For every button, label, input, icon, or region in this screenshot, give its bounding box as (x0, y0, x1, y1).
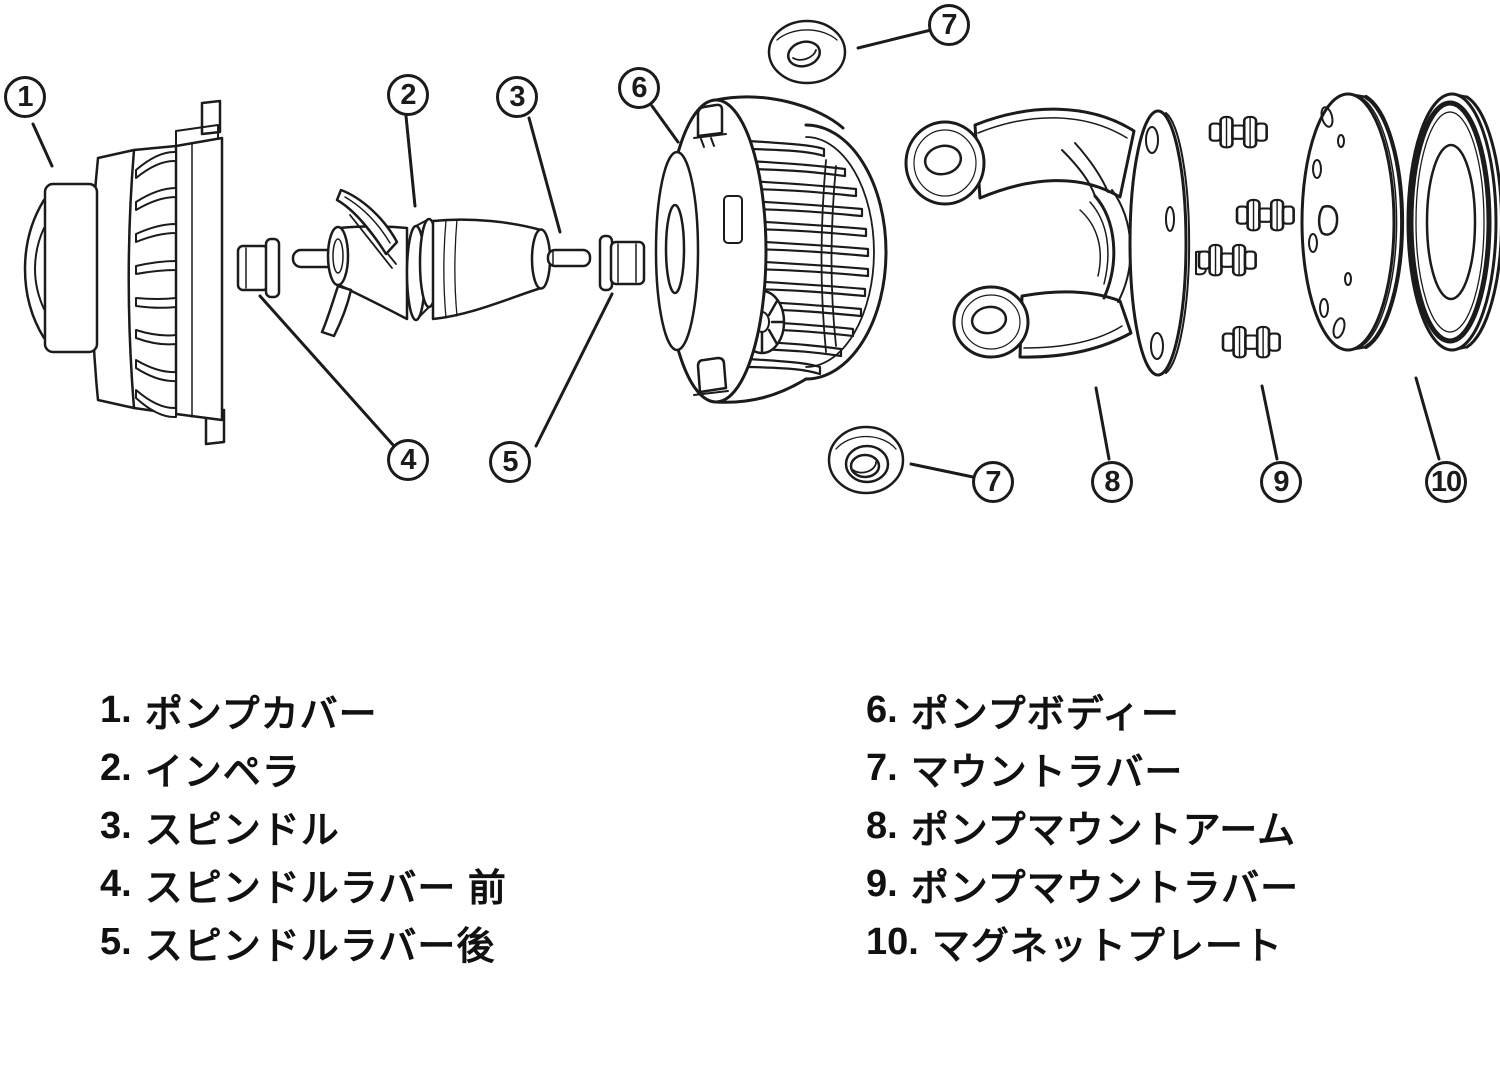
legend-item-number: 4. (100, 862, 132, 905)
legend-item-number: 6. (866, 688, 898, 731)
legend-item-label: ポンプマウントラバー (910, 867, 1300, 910)
legend-item-3: 3. スピンドル (100, 797, 507, 855)
legend-item-8: 8. ポンプマウントアーム (866, 797, 1299, 855)
spindle-rubber-front-drawing (236, 237, 281, 299)
callout-10: 10 (1425, 461, 1467, 503)
legend-item-number: 10. (866, 920, 919, 963)
mount-rubber-bottom-drawing (827, 425, 905, 495)
legend-item-label: スピンドルラバー後 (144, 925, 496, 968)
callout-9: 9 (1260, 461, 1302, 503)
legend-item-label: スピンドル (144, 809, 340, 852)
legend-item-number: 9. (866, 862, 898, 905)
callout-7-bottom: 7 (972, 461, 1014, 503)
legend-item-5: 5. スピンドルラバー後 (100, 913, 507, 971)
legend-item-1: 1. ポンプカバー (100, 681, 507, 739)
callout-6: 6 (618, 67, 660, 109)
callout-2: 2 (387, 74, 429, 116)
callout-5: 5 (489, 441, 531, 483)
legend-item-6: 6. ポンプボディー (866, 681, 1299, 739)
legend-item-label: ポンプマウントアーム (910, 809, 1297, 852)
pump-body-drawing (654, 95, 888, 404)
legend-item-label: インペラ (144, 751, 301, 794)
legend-column-left: 1. ポンプカバー 2. インペラ 3. スピンドル 4. スピンドルラバー 前… (100, 681, 507, 971)
legend-item-label: スピンドルラバー 前 (144, 867, 507, 910)
legend-column-right: 6. ポンプボディー 7. マウントラバー 8. ポンプマウントアーム 9. ポ… (866, 681, 1299, 971)
callout-7-top: 7 (928, 4, 970, 46)
legend-item-label: マグネットプレート (931, 925, 1283, 968)
spindle-drawing (546, 248, 592, 268)
legend-item-9: 9. ポンプマウントラバー (866, 855, 1299, 913)
callout-3: 3 (496, 76, 538, 118)
legend-item-label: マウントラバー (910, 751, 1184, 794)
legend-item-number: 8. (866, 804, 898, 847)
legend-item-label: ポンプカバー (144, 693, 378, 736)
legend-item-number: 5. (100, 920, 132, 963)
mount-rubber-top-drawing (767, 19, 847, 85)
pump-mount-rubbers-drawing (1197, 115, 1295, 359)
callout-4: 4 (387, 439, 429, 481)
legend-item-10: 10. マグネットプレート (866, 913, 1299, 971)
pump-mount-arm-drawing (904, 107, 1207, 377)
spindle-rubber-rear-drawing (598, 234, 646, 292)
callout-8: 8 (1091, 461, 1133, 503)
impeller-drawing (291, 188, 552, 338)
legend-item-label: ポンプボディー (910, 693, 1180, 736)
pump-cover-drawing (23, 99, 226, 446)
legend-item-number: 3. (100, 804, 132, 847)
legend-item-7: 7. マウントラバー (866, 739, 1299, 797)
legend-item-4: 4. スピンドルラバー 前 (100, 855, 507, 913)
callout-1: 1 (4, 76, 46, 118)
legend-item-number: 7. (866, 746, 898, 789)
magnet-plate-drawing (1300, 92, 1500, 352)
legend-item-number: 1. (100, 688, 132, 731)
legend-item-number: 2. (100, 746, 132, 789)
leader-lines (31, 28, 1441, 479)
legend-item-2: 2. インペラ (100, 739, 507, 797)
